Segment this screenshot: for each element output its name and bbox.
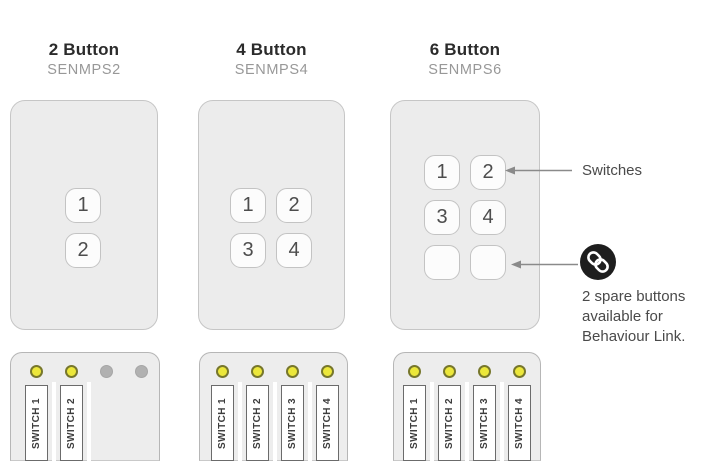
switch-button-1: 1 xyxy=(230,188,266,223)
spare-buttons-note: 2 spare buttons available for Behaviour … xyxy=(582,288,686,345)
behaviour-link-badge xyxy=(580,244,616,280)
switch-slot-label: SWITCH 2 xyxy=(437,385,461,461)
unit-divider xyxy=(499,382,504,461)
switch-slot-label: SWITCH 3 xyxy=(280,385,304,461)
switch-button-3: 3 xyxy=(424,200,460,235)
led-indicator xyxy=(442,365,456,378)
led-indicator xyxy=(250,365,264,378)
led-indicator xyxy=(285,365,299,378)
unit-divider xyxy=(51,382,56,461)
spare-button xyxy=(470,245,506,280)
switch-button-1: 1 xyxy=(65,188,101,223)
unit-divider xyxy=(86,382,91,461)
led-indicator xyxy=(29,365,43,378)
panel-model-senmps4: SENMPS4 xyxy=(234,62,309,78)
faceplate-6-button xyxy=(390,100,540,330)
led-indicator xyxy=(215,365,229,378)
led-indicator xyxy=(477,365,491,378)
led-indicator xyxy=(100,365,113,378)
mechanism-module-6-button: SWITCH 1 SWITCH 2 SWITCH 3 SWITCH 4 xyxy=(393,352,541,461)
led-indicator xyxy=(407,365,421,378)
faceplate-4-button xyxy=(198,100,345,330)
led-indicator xyxy=(135,365,148,378)
led-indicator xyxy=(320,365,334,378)
mechanism-module-4-button: SWITCH 1 SWITCH 2 SWITCH 3 SWITCH 4 xyxy=(199,352,348,461)
chain-link-icon xyxy=(587,251,609,273)
switch-slot-label: SWITCH 2 xyxy=(59,385,83,461)
switch-slot-label: SWITCH 3 xyxy=(472,385,496,461)
panel-title-4-button: 4 Button xyxy=(236,40,307,59)
switch-slot-label: SWITCH 1 xyxy=(24,385,48,461)
unit-divider xyxy=(429,382,434,461)
panel-title-6-button: 6 Button xyxy=(429,40,501,59)
switches-annotation-label: Switches xyxy=(582,162,643,179)
led-indicator xyxy=(64,365,78,378)
unit-divider xyxy=(307,382,312,461)
switch-slot-label: SWITCH 1 xyxy=(210,385,234,461)
arrow-to-spare-button xyxy=(511,260,578,269)
switch-slot-label: SWITCH 2 xyxy=(245,385,269,461)
mechanism-module-2-button: SWITCH 1 SWITCH 2 xyxy=(10,352,160,461)
panel-model-senmps6: SENMPS6 xyxy=(428,62,502,78)
unit-divider xyxy=(464,382,469,461)
arrow-to-switches xyxy=(505,166,572,175)
switch-button-3: 3 xyxy=(230,233,266,268)
switch-slot-label: SWITCH 4 xyxy=(315,385,339,461)
switch-button-2: 2 xyxy=(470,155,506,190)
panel-title-2-button: 2 Button xyxy=(48,40,120,59)
switch-button-4: 4 xyxy=(276,233,312,268)
unit-divider xyxy=(237,382,242,461)
switch-button-2: 2 xyxy=(65,233,101,268)
unit-divider xyxy=(272,382,277,461)
switch-slot-label: SWITCH 4 xyxy=(507,385,531,461)
switch-button-1: 1 xyxy=(424,155,460,190)
switch-button-4: 4 xyxy=(470,200,506,235)
switch-button-2: 2 xyxy=(276,188,312,223)
switch-slot-label: SWITCH 1 xyxy=(402,385,426,461)
spare-button xyxy=(424,245,460,280)
led-indicator xyxy=(512,365,526,378)
panel-model-senmps2: SENMPS2 xyxy=(47,62,121,78)
